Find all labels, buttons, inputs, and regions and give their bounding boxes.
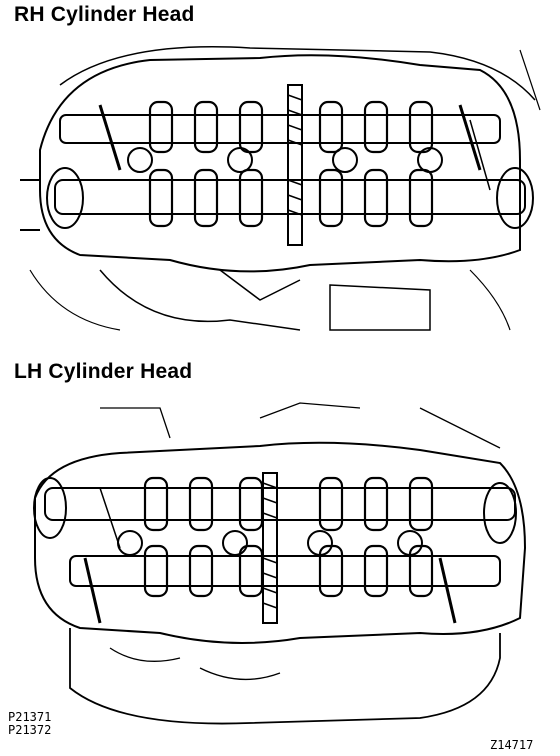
lh-cylinder-head-drawing bbox=[33, 402, 527, 725]
figure-code-p21371: P21371 bbox=[8, 710, 52, 724]
lh-cylinder-head-title: LH Cylinder Head bbox=[14, 360, 193, 383]
figure-code-z14717: Z14717 bbox=[490, 738, 534, 752]
rh-cylinder-head-title: RH Cylinder Head bbox=[14, 3, 195, 26]
rh-cylinder-head-drawing bbox=[20, 46, 541, 331]
figure-code-p21372: P21372 bbox=[8, 723, 52, 737]
